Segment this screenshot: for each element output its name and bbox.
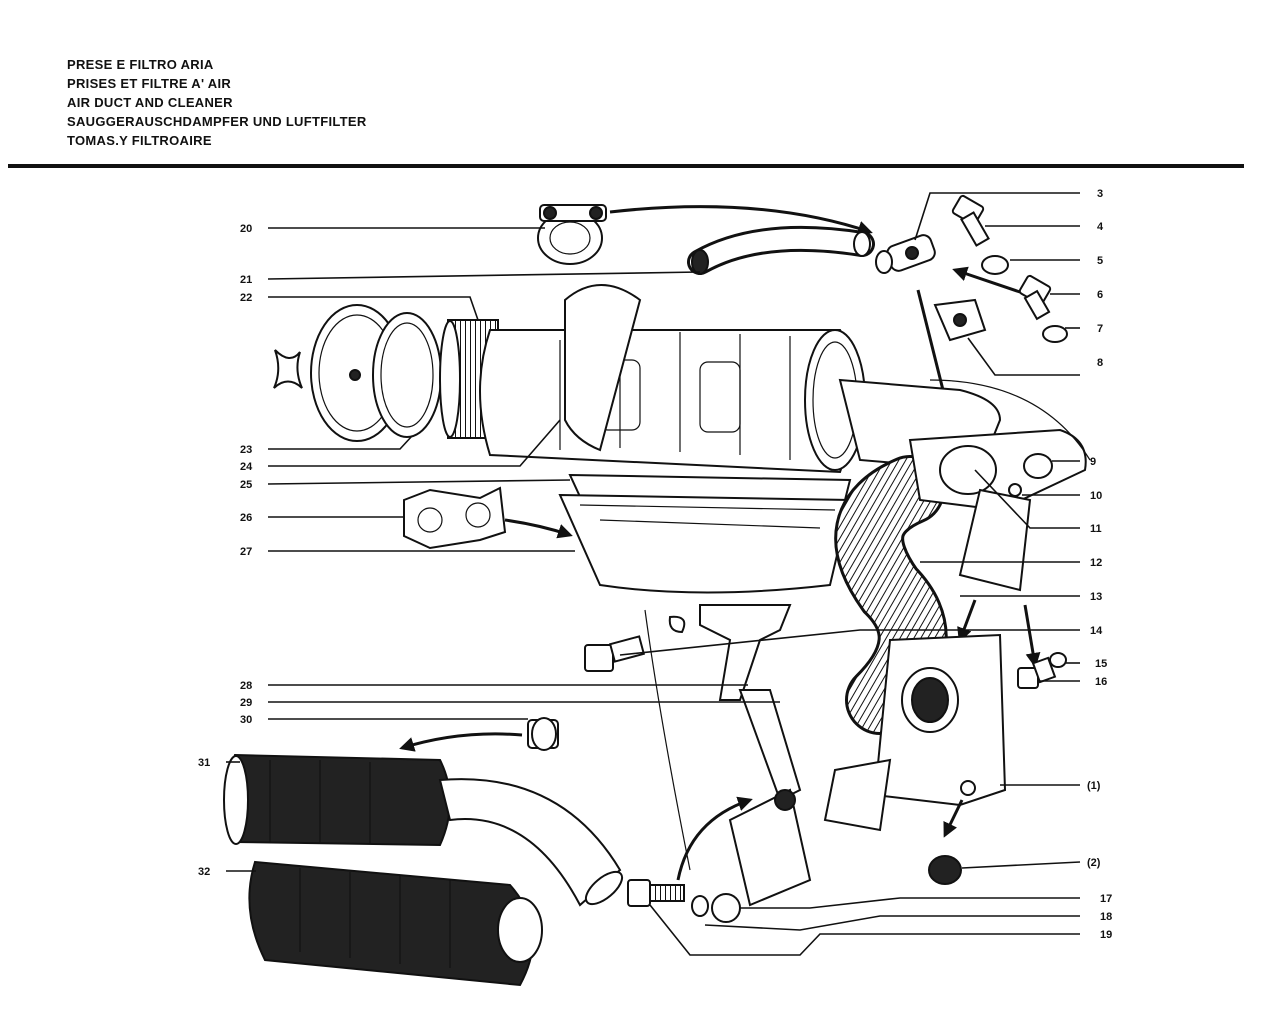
callout-9: 9: [1090, 456, 1096, 468]
bolt-part-17: [627, 879, 685, 907]
support-strut-part: [738, 689, 802, 802]
leader-lines: [226, 192, 1081, 956]
callout-21: 21: [240, 274, 252, 286]
plug-part: [928, 855, 962, 885]
washer-part-18: [691, 895, 709, 917]
callout-22: 22: [240, 292, 252, 304]
title-block: PRESE E FILTRO ARIA PRISES ET FILTRE A' …: [67, 55, 367, 150]
callout-26: 26: [240, 512, 252, 524]
callout-31: 31: [198, 757, 210, 769]
callout-3: 3: [1097, 188, 1103, 200]
intake-manifold-part: [908, 379, 1091, 512]
silencer-part: [248, 860, 543, 987]
hose-clamp-part: [537, 204, 607, 265]
right-callouts: 3 4 5 6 7 8 9 10 11 12 13 14 15 16 (1) (…: [1087, 188, 1112, 941]
wing-nut-part: [273, 349, 303, 389]
bracket-plate-part: [823, 758, 892, 832]
callout-27: 27: [240, 546, 252, 558]
callout-15: 15: [1095, 658, 1107, 670]
header-rule: [8, 164, 1244, 168]
air-fitting-part: [875, 234, 936, 274]
callout-20: 20: [240, 223, 252, 235]
filter-base-part: [558, 473, 852, 594]
support-bracket-part: [699, 604, 792, 701]
callout-29: 29: [240, 697, 252, 709]
title-german: SAUGGERAUSCHDAMPFER UND LUFTFILTER: [67, 114, 367, 129]
callout-23: 23: [240, 444, 252, 456]
callout-19: 19: [1100, 929, 1112, 941]
washer-part-7: [1042, 325, 1068, 343]
filter-ring-part: [372, 312, 442, 438]
callout-12: 12: [1090, 557, 1102, 569]
title-spanish: TOMAS.Y FILTROAIRE: [67, 133, 212, 148]
callout-25: 25: [240, 479, 252, 491]
callout-13: 13: [1090, 591, 1102, 603]
left-callouts: 20 21 22 23 24 25 26 27 28 29 30 31 32: [198, 223, 253, 878]
callout-24: 24: [240, 461, 253, 473]
rubber-hose-part: [687, 225, 875, 275]
callout-30: 30: [240, 714, 252, 726]
callout-28: 28: [240, 680, 252, 692]
callout-32: 32: [198, 866, 210, 878]
title-english: AIR DUCT AND CLEANER: [67, 95, 233, 110]
callout-7: 7: [1097, 323, 1103, 335]
air-cleaner-body-part: [479, 329, 866, 474]
callout-1-paren: (1): [1087, 780, 1101, 792]
callout-18: 18: [1100, 911, 1112, 923]
washer-part-5: [981, 255, 1009, 275]
callout-10: 10: [1090, 490, 1102, 502]
mounting-bracket-part: [958, 488, 1032, 592]
retaining-band-part: [564, 284, 642, 452]
bolt-part-16: [1017, 656, 1057, 689]
intake-silencer-part: [223, 753, 624, 907]
flange-gasket-part: [403, 486, 507, 550]
washer-part-15: [1049, 652, 1067, 668]
callout-6: 6: [1097, 289, 1103, 301]
bolt-part-4: [951, 194, 990, 247]
title-french: PRISES ET FILTRE A' AIR: [67, 76, 232, 91]
callout-2-paren: (2): [1087, 857, 1101, 869]
bolt-part-6: [1018, 274, 1052, 321]
callout-5: 5: [1097, 255, 1103, 267]
callout-16: 16: [1095, 676, 1107, 688]
callout-14: 14: [1090, 625, 1103, 637]
callout-11: 11: [1090, 523, 1102, 535]
callout-17: 17: [1100, 893, 1112, 905]
bolt-part-14: [584, 635, 646, 672]
support-foot-part: [728, 788, 812, 907]
intake-housing-part: [873, 633, 1007, 807]
title-italian: PRESE E FILTRO ARIA: [67, 57, 214, 72]
sleeve-part: [527, 717, 559, 751]
callout-8: 8: [1097, 357, 1103, 369]
washer-part-13: [668, 615, 686, 634]
nut-part-19: [711, 893, 741, 923]
callout-4: 4: [1097, 221, 1104, 233]
